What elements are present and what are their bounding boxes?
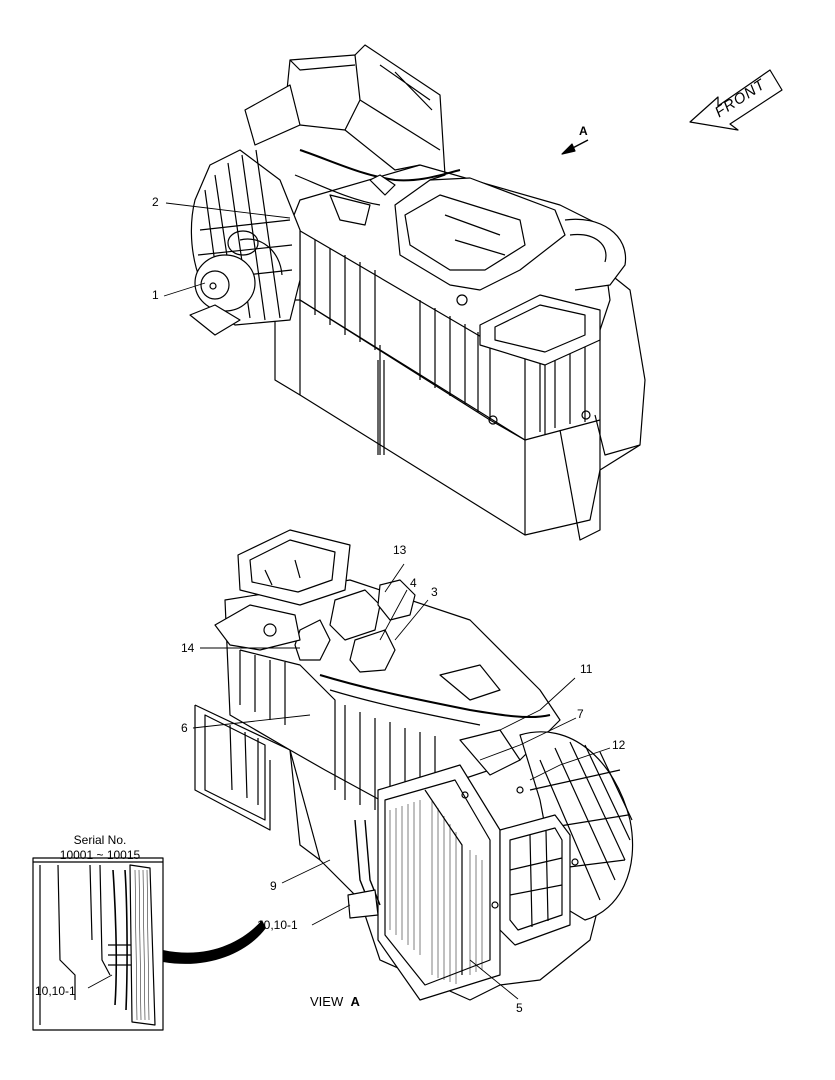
callout-14: 14: [181, 641, 195, 655]
front-direction-arrow: [689, 69, 783, 131]
callout-4: 4: [410, 576, 417, 590]
callout-11: 11: [580, 662, 593, 676]
callout-13: 13: [393, 543, 407, 557]
view-a-arrow: [561, 139, 589, 155]
inset-title-line2: 10001 ~ 10015: [59, 848, 141, 862]
top-hvac-assembly: [189, 44, 646, 541]
callout-9: 9: [270, 879, 277, 893]
serial-inset: [32, 857, 164, 1031]
callout-12: 12: [612, 738, 626, 752]
inset-title-line1: Serial No.: [73, 833, 127, 847]
inset-pointer-arrow: [163, 920, 266, 964]
callout-3: 3: [431, 585, 438, 599]
callout-5: 5: [516, 1001, 523, 1015]
callout-2: 2: [152, 195, 159, 209]
callout-1: 1: [152, 288, 159, 302]
inset-title: Serial No. 10001 ~ 10015: [33, 833, 167, 863]
inset-callout-10: 10,10-1: [35, 984, 76, 998]
view-arrow-label: A: [579, 124, 588, 138]
callout-7: 7: [577, 707, 584, 721]
view-a-caption: VIEW A: [310, 994, 360, 1009]
callout-6: 6: [181, 721, 188, 735]
callout-10: 10,10-1: [257, 918, 298, 932]
view-prefix: VIEW: [310, 994, 344, 1009]
bottom-hvac-assembly: [194, 529, 634, 1001]
view-letter: A: [350, 994, 360, 1009]
